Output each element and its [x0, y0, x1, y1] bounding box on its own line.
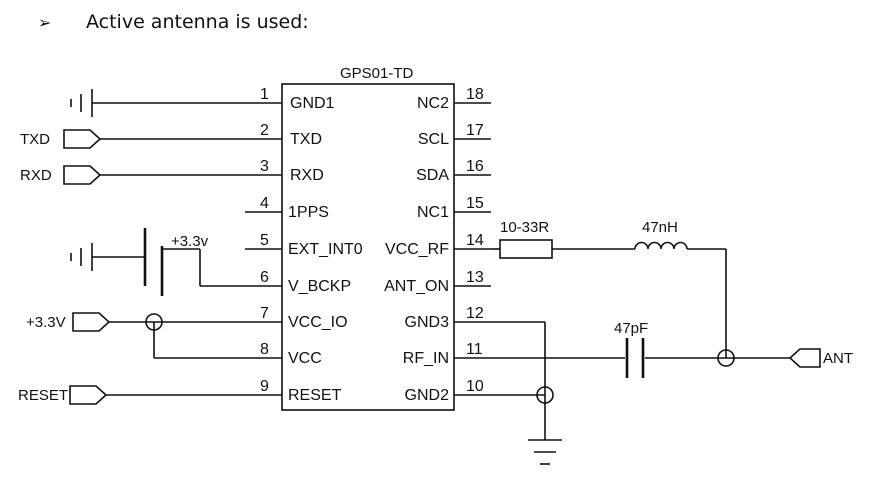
pin-num-9: 9: [260, 378, 269, 395]
bullet-arrow-icon: ➢: [38, 12, 52, 32]
pin-num-16: 16: [466, 158, 484, 175]
chip-name: GPS01-TD: [340, 65, 414, 82]
pin-num-2: 2: [260, 122, 269, 139]
pin-name-1: GND1: [290, 95, 335, 112]
pin-name-11: RF_IN: [403, 350, 449, 367]
ant-port: [788, 348, 821, 368]
pin-num-1: 1: [260, 86, 269, 103]
pin-num-11: 11: [466, 341, 483, 358]
pin-name-6: V_BCKP: [288, 278, 351, 295]
pin-num-4: 4: [260, 195, 269, 212]
heading-text: Active antenna is used:: [86, 11, 309, 33]
pin-num-15: 15: [466, 195, 484, 212]
pin-num-10: 10: [466, 378, 484, 395]
txd-port: [63, 129, 102, 149]
pin-name-16: SDA: [416, 167, 449, 184]
pin-name-18: NC2: [417, 95, 449, 112]
capacitor-label: 47pF: [614, 320, 648, 337]
pin-name-3: RXD: [290, 167, 324, 184]
ground-symbol-backup: [70, 243, 93, 271]
inductor: [634, 241, 688, 250]
bullet-heading: ➢ Active antenna is used:: [38, 8, 309, 36]
pin-name-5: EXT_INT0: [288, 241, 363, 258]
pin-name-10: GND2: [405, 387, 450, 404]
pin-name-4: 1PPS: [288, 204, 329, 221]
reset-port-label: RESET: [18, 387, 68, 404]
pin-num-3: 3: [260, 158, 269, 175]
pin-name-8: VCC: [288, 350, 322, 367]
inductor-label: 47nH: [642, 219, 678, 236]
ground-symbol-chip: [528, 439, 562, 465]
pin-name-9: RESET: [288, 387, 342, 404]
pin-num-6: 6: [260, 269, 269, 286]
resistor: [499, 239, 553, 259]
rxd-port: [63, 165, 102, 185]
vcc-port: [72, 312, 111, 332]
pin-name-2: TXD: [290, 131, 322, 148]
pin-name-14: VCC_RF: [385, 241, 449, 258]
junction-gnd: [536, 386, 554, 404]
pin-name-15: NC1: [417, 204, 449, 221]
pin-name-17: SCL: [418, 131, 449, 148]
pin-num-17: 17: [466, 122, 484, 139]
pin-num-18: 18: [466, 86, 484, 103]
pin-num-14: 14: [466, 232, 484, 249]
pin-name-7: VCC_IO: [288, 314, 348, 331]
reset-port: [69, 385, 108, 405]
backup-supply-label: +3.3v: [171, 233, 209, 250]
rxd-port-label: RXD: [20, 167, 52, 184]
pin-num-13: 13: [466, 269, 484, 286]
junction-ant: [717, 349, 735, 367]
txd-port-label: TXD: [20, 131, 50, 148]
ant-port-label: ANT: [823, 350, 853, 367]
pin-num-12: 12: [466, 305, 484, 322]
pin-num-8: 8: [260, 341, 269, 358]
pin-name-12: GND3: [405, 314, 450, 331]
resistor-label: 10-33R: [500, 219, 549, 236]
vcc-port-label: +3.3V: [26, 314, 66, 331]
pin-num-5: 5: [260, 232, 269, 249]
pin-num-7: 7: [260, 305, 269, 322]
ground-symbol-pin1: [70, 89, 93, 117]
pin-name-13: ANT_ON: [384, 278, 449, 295]
chip-body: [281, 83, 455, 411]
